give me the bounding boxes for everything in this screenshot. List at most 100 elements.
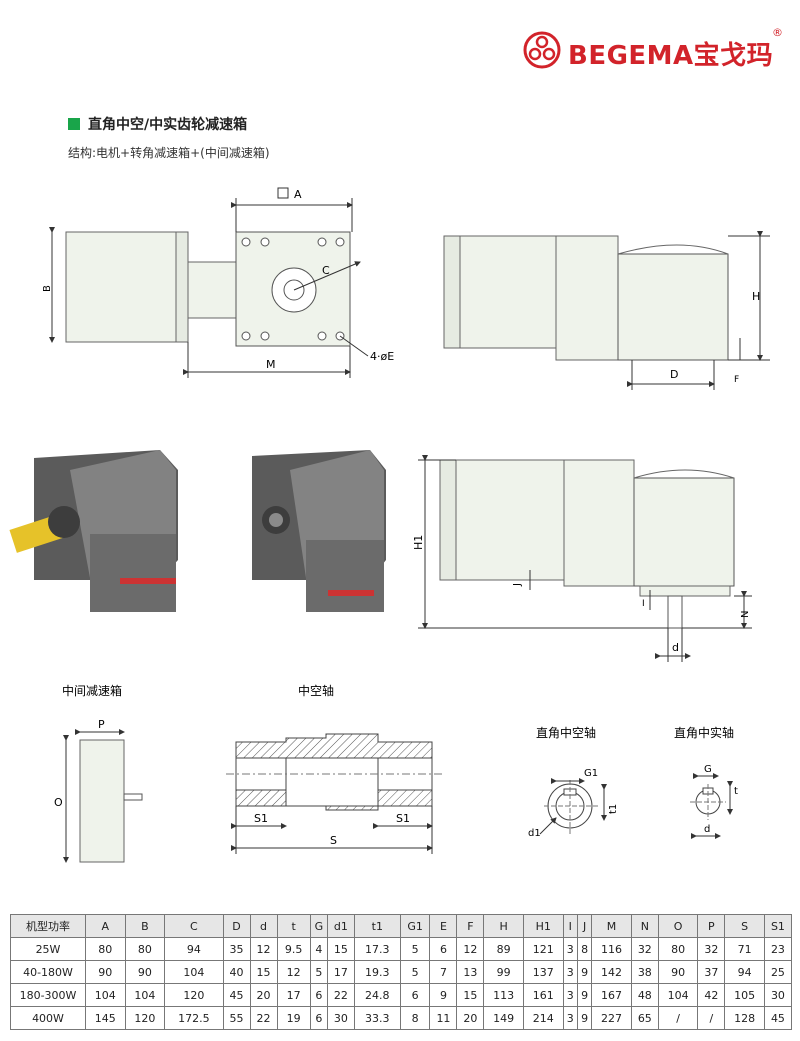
- table-cell: 19: [276, 1006, 311, 1030]
- table-cell: 9.5: [276, 937, 311, 961]
- label-A: A: [294, 188, 302, 201]
- table-cell: 104: [164, 960, 224, 984]
- table-header-cell: A: [85, 914, 126, 938]
- table-cell: 42: [697, 983, 726, 1007]
- table-cell: 3: [562, 937, 578, 961]
- table-cell: 22: [249, 1006, 278, 1030]
- gearbox-photo-hollow-shaft: [252, 450, 386, 612]
- table-cell: 24.8: [353, 983, 401, 1007]
- table-cell: 227: [591, 1006, 632, 1030]
- table-cell: 25: [763, 960, 793, 984]
- table-header-cell: S1: [763, 914, 793, 938]
- section-ra-solid: 直角中实轴: [674, 725, 734, 740]
- table-cell: 22: [326, 983, 355, 1007]
- table-cell: /: [657, 1006, 699, 1030]
- table-header-cell: I: [562, 914, 578, 938]
- brand-emblem-icon: [523, 31, 561, 69]
- table-cell: 3: [562, 1006, 578, 1030]
- front-view-drawing: [49, 187, 369, 378]
- table-header-cell: P: [697, 914, 726, 938]
- table-cell: 9: [576, 1006, 593, 1030]
- table-cell: 17.3: [353, 937, 401, 961]
- table-cell: 180-300W: [10, 983, 86, 1007]
- table-header-cell: M: [591, 914, 632, 938]
- table-header-cell: G: [309, 914, 328, 938]
- label-S: S: [330, 834, 337, 847]
- label-d-solid: d: [704, 824, 710, 835]
- table-cell: 25W: [10, 937, 86, 961]
- table-cell: /: [697, 1006, 726, 1030]
- table-header-cell: N: [630, 914, 659, 938]
- table-cell: 94: [724, 960, 765, 984]
- table-header-cell: F: [456, 914, 485, 938]
- table-cell: 32: [697, 937, 726, 961]
- section-hollow-shaft: 中空轴: [298, 683, 334, 698]
- hollow-shaft-drawing: [226, 733, 442, 854]
- label-d: d: [672, 641, 679, 654]
- table-cell: 9: [429, 983, 458, 1007]
- table-cell: 120: [124, 1006, 166, 1030]
- label-N: N: [740, 611, 751, 618]
- middle-gearbox-drawing: [63, 729, 143, 863]
- label-H: H: [752, 290, 760, 303]
- ra-hollow-shaft-drawing: [539, 778, 607, 835]
- table-cell: 172.5: [164, 1006, 224, 1030]
- table-cell: 12: [276, 960, 311, 984]
- table-header-cell: t: [276, 914, 311, 938]
- label-t1: t1: [608, 804, 619, 814]
- table-cell: 5: [399, 937, 431, 961]
- table-header-cell: G1: [399, 914, 431, 938]
- table-cell: 37: [697, 960, 726, 984]
- table-cell: 161: [522, 983, 564, 1007]
- table-header-cell: H1: [522, 914, 564, 938]
- table-cell: 149: [483, 1006, 524, 1030]
- table-cell: 90: [657, 960, 699, 984]
- table-cell: 17: [326, 960, 355, 984]
- registered-mark: ®: [772, 26, 783, 39]
- table-cell: 142: [591, 960, 632, 984]
- table-cell: 65: [630, 1006, 659, 1030]
- section-ra-hollow: 直角中空轴: [536, 725, 596, 740]
- table-cell: 90: [124, 960, 166, 984]
- label-G: G: [704, 764, 712, 775]
- table-cell: 9: [576, 983, 593, 1007]
- table-cell: 113: [483, 983, 524, 1007]
- label-M: M: [266, 358, 276, 371]
- table-cell: 145: [85, 1006, 126, 1030]
- table-cell: 5: [309, 960, 328, 984]
- table-cell: 80: [85, 937, 126, 961]
- brand-logo: BEGEMA宝戈玛 ®: [522, 26, 783, 71]
- table-cell: 214: [522, 1006, 564, 1030]
- table-header-cell: H: [483, 914, 524, 938]
- ra-solid-shaft-drawing: [690, 773, 733, 839]
- table-cell: 12: [249, 937, 278, 961]
- table-cell: 5: [399, 960, 431, 984]
- table-cell: 7: [429, 960, 458, 984]
- label-E: 4·øE: [370, 350, 394, 363]
- table-cell: 8: [576, 937, 593, 961]
- page-title: 直角中空/中实齿轮减速箱: [68, 114, 247, 134]
- table-header-cell: O: [657, 914, 699, 938]
- table-cell: 35: [222, 937, 251, 961]
- label-S1-left: S1: [254, 812, 268, 825]
- table-cell: 55: [222, 1006, 251, 1030]
- table-cell: 48: [630, 983, 659, 1007]
- table-header-cell: d: [249, 914, 278, 938]
- table-cell: 20: [249, 983, 278, 1007]
- table-cell: 167: [591, 983, 632, 1007]
- table-cell: 80: [657, 937, 699, 961]
- table-cell: 13: [456, 960, 485, 984]
- table-cell: 45: [763, 1006, 793, 1030]
- table-cell: 94: [164, 937, 224, 961]
- table-cell: 38: [630, 960, 659, 984]
- table-cell: 99: [483, 960, 524, 984]
- label-G1: G1: [584, 768, 598, 779]
- table-cell: 15: [326, 937, 355, 961]
- label-B: B: [42, 285, 53, 292]
- table-cell: 90: [85, 960, 126, 984]
- label-D: D: [670, 368, 678, 381]
- label-P: P: [98, 718, 105, 731]
- label-C: C: [322, 264, 330, 277]
- table-cell: 121: [522, 937, 564, 961]
